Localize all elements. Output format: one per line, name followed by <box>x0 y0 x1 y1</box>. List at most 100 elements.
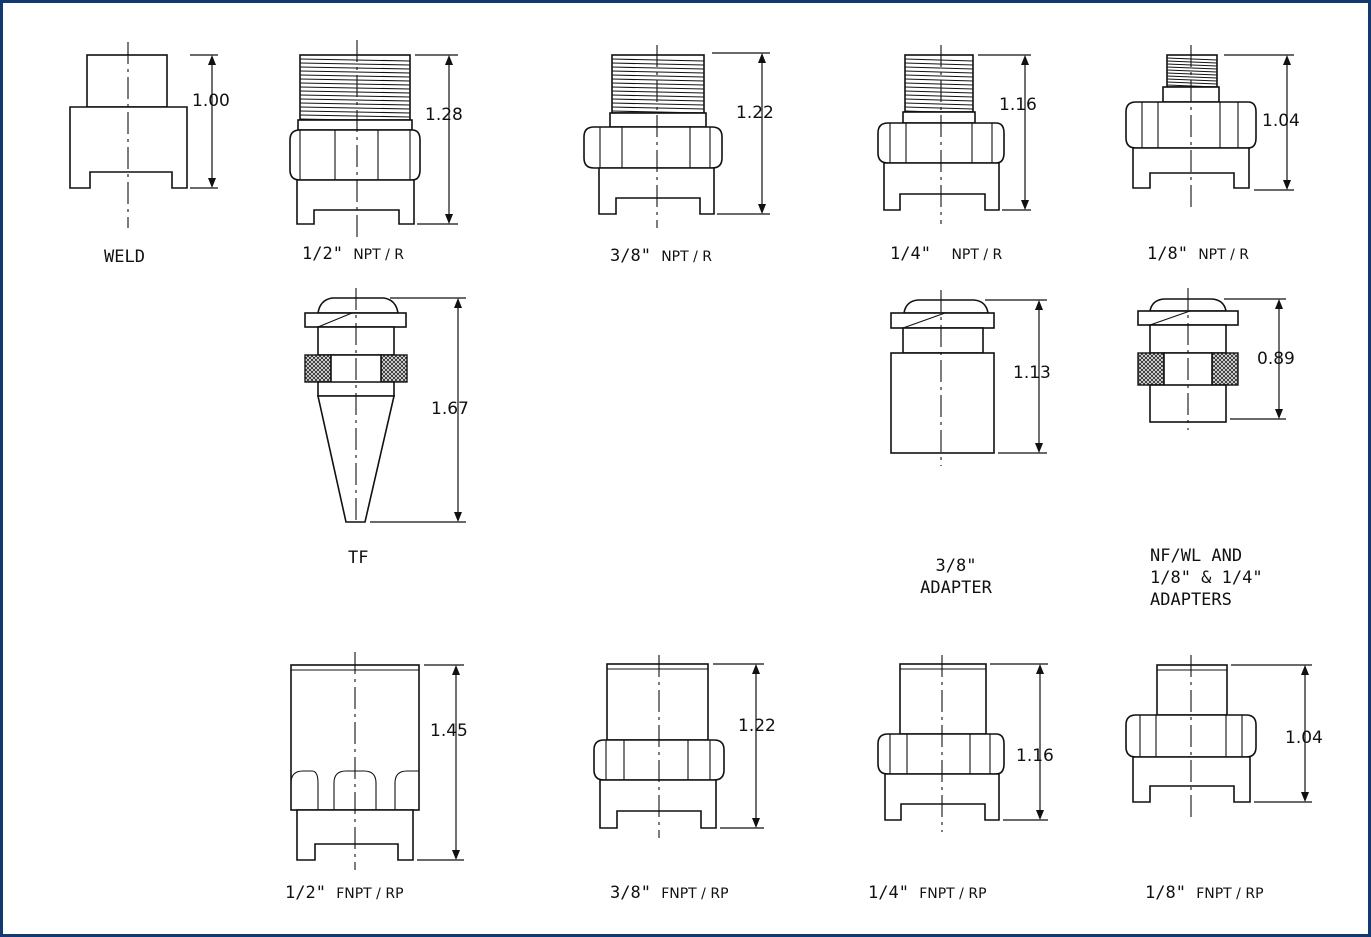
thread-line <box>904 62 974 66</box>
thread-line <box>611 58 705 62</box>
thread-line <box>1166 66 1218 70</box>
fnpt-3-8-dim-value: 1.22 <box>738 716 776 736</box>
thread-line <box>299 58 411 62</box>
thread-line <box>611 74 705 78</box>
nfwl-dimension: 0.89 <box>1224 298 1295 420</box>
thread-line <box>611 106 705 110</box>
fnpt-quarter-dimension: 1.16 <box>990 663 1054 821</box>
thread-line <box>611 102 705 106</box>
npt-quarter-fitting <box>877 45 1005 224</box>
thread-line <box>1166 69 1218 73</box>
thread-line <box>904 98 974 102</box>
thread-line <box>904 102 974 106</box>
thread-line <box>611 90 705 94</box>
npt-eighth-fitting <box>1125 45 1257 212</box>
npt-3-8-label: 3/8" NPT / R <box>610 246 713 266</box>
thread-line <box>1166 72 1218 76</box>
thread-line <box>299 62 411 66</box>
thread-line <box>299 114 411 118</box>
npt-quarter-dim-value: 1.16 <box>999 95 1037 115</box>
npt-eighth-label: 1/8" NPT / R <box>1147 244 1250 264</box>
weld-fitting <box>69 42 188 228</box>
thread-line <box>611 82 705 86</box>
tf-nozzle <box>304 288 408 523</box>
fnpt-quarter-label: 1/4" FNPT / RP <box>868 883 987 903</box>
weld-dimension: 1.00 <box>190 54 230 189</box>
weld-label: WELD <box>104 247 145 267</box>
thread-line <box>299 66 411 70</box>
thread-line <box>1166 81 1218 85</box>
thread-line <box>904 66 974 70</box>
adapter-3-8-label: 3/8"ADAPTER <box>920 556 992 598</box>
adapter-3-8-dimension: 1.13 <box>985 299 1051 454</box>
nfwl-adapter <box>1137 288 1239 430</box>
thread-line <box>299 98 411 102</box>
thread-line <box>611 66 705 70</box>
fnpt-eighth-label: 1/8" FNPT / RP <box>1145 883 1264 903</box>
thread-line <box>904 86 974 90</box>
npt-half-dimension: 1.28 <box>415 54 463 225</box>
nfwl-dim-value: 0.89 <box>1257 349 1295 369</box>
fnpt-eighth-fitting <box>1125 655 1257 822</box>
npt-3-8-fitting <box>583 45 723 228</box>
npt-quarter-label: 1/4" NPT / R <box>890 244 1003 264</box>
thread-line <box>299 110 411 114</box>
thread-line <box>904 78 974 82</box>
thread-line <box>299 90 411 94</box>
thread-line <box>1166 78 1218 82</box>
tf-dim-value: 1.67 <box>431 399 469 419</box>
thread-line <box>1166 57 1218 61</box>
fnpt-half-dimension: 1.45 <box>417 664 468 861</box>
fnpt-half-label: 1/2" FNPT / RP <box>285 883 404 903</box>
adapter-3-8 <box>890 290 995 466</box>
thread-line <box>611 70 705 74</box>
thread-line <box>611 78 705 82</box>
fnpt-half-fitting <box>290 652 420 870</box>
thread-line <box>1166 75 1218 79</box>
weld-dim-value: 1.00 <box>192 91 230 111</box>
npt-eighth-dimension: 1.04 <box>1224 54 1300 191</box>
thread-line <box>299 102 411 106</box>
npt-3-8-dimension: 1.22 <box>712 52 774 215</box>
thread-line <box>299 106 411 110</box>
fnpt-eighth-dimension: 1.04 <box>1231 664 1323 803</box>
thread-line <box>299 82 411 86</box>
fnpt-3-8-fitting <box>593 655 725 838</box>
thread-line <box>611 98 705 102</box>
adapter-3-8-dim-value: 1.13 <box>1013 363 1051 383</box>
thread-line <box>904 90 974 94</box>
thread-line <box>299 94 411 98</box>
thread-line <box>904 82 974 86</box>
thread-line <box>611 62 705 66</box>
thread-line <box>299 78 411 82</box>
thread-line <box>299 86 411 90</box>
thread-line <box>611 94 705 98</box>
thread-line <box>1166 60 1218 64</box>
thread-line <box>299 70 411 74</box>
thread-line <box>611 86 705 90</box>
thread-line <box>904 58 974 62</box>
npt-quarter-dimension: 1.16 <box>978 54 1037 211</box>
thread-line <box>904 70 974 74</box>
npt-eighth-dim-value: 1.04 <box>1262 111 1300 131</box>
thread-line <box>904 106 974 110</box>
thread-line <box>1166 63 1218 67</box>
fnpt-3-8-label: 3/8" FNPT / RP <box>610 883 729 903</box>
npt-half-label: 1/2" NPT / R <box>302 244 405 264</box>
tf-dimension: 1.67 <box>370 297 469 523</box>
fnpt-3-8-dimension: 1.22 <box>713 663 776 829</box>
npt-3-8-dim-value: 1.22 <box>736 103 774 123</box>
tf-label: TF <box>348 548 369 568</box>
fnpt-half-dim-value: 1.45 <box>430 721 468 741</box>
thread-line <box>904 94 974 98</box>
npt-half-dim-value: 1.28 <box>425 105 463 125</box>
npt-half-fitting <box>289 40 421 238</box>
thread-line <box>904 74 974 78</box>
thread-line <box>299 74 411 78</box>
fnpt-eighth-dim-value: 1.04 <box>1285 728 1323 748</box>
fnpt-quarter-fitting <box>877 655 1005 832</box>
fnpt-quarter-dim-value: 1.16 <box>1016 746 1054 766</box>
